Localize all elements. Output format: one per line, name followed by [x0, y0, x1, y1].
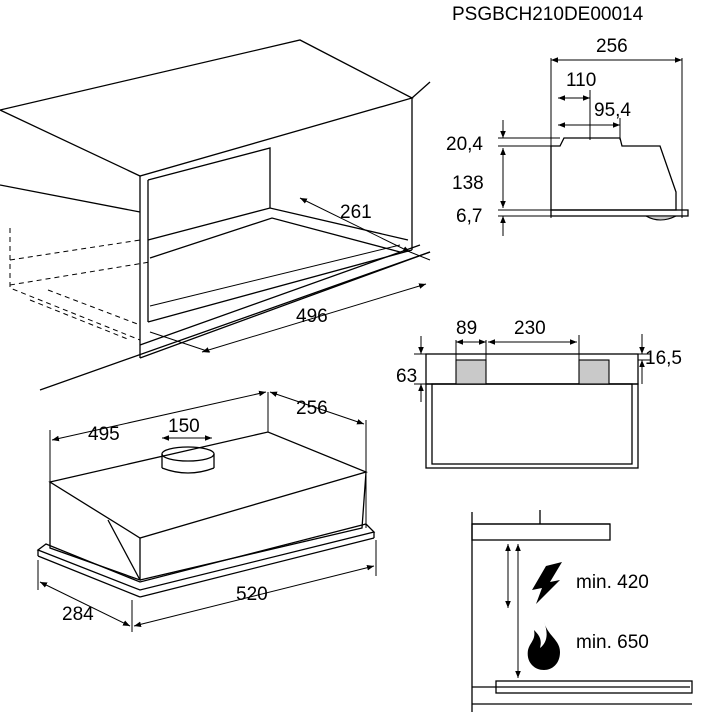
side-depth-label: 256	[596, 36, 628, 57]
hood-top-width-label: 495	[88, 424, 120, 445]
side-bottom-label: 6,7	[456, 206, 482, 227]
hood-bottom-width-label: 520	[236, 584, 268, 605]
hood-outlet-label: 150	[168, 416, 200, 437]
width-496-label: 496	[296, 306, 328, 327]
front-left-label: 89	[456, 318, 477, 339]
electric-clearance-label: min. 420	[576, 572, 649, 593]
front-view: 89 230 63 16,5	[396, 318, 682, 469]
lightning-icon	[532, 562, 562, 604]
side-offset-label: 110	[566, 70, 596, 91]
hood-top-depth-label: 256	[296, 398, 328, 419]
hood-view: 495 256 150 284 520	[36, 390, 377, 632]
gas-clearance-label: min. 650	[576, 632, 649, 653]
front-body	[431, 383, 633, 465]
depth-261-label: 261	[340, 202, 372, 223]
hood-section	[471, 523, 611, 541]
hob-section	[495, 680, 693, 694]
front-center-label: 230	[514, 318, 546, 339]
hood-top-face	[48, 431, 368, 539]
product-code: PSGBCH210DE00014	[452, 4, 644, 25]
side-view: 256 110 95,4 20,4 138 6,7	[446, 36, 689, 236]
cabinet-view: 261 496	[0, 39, 431, 391]
hood-profile	[550, 137, 677, 211]
left-outlet	[455, 359, 487, 385]
right-outlet	[578, 359, 610, 385]
hood-bottom-depth-label: 284	[62, 604, 94, 625]
clearance-view: min. 420 min. 650	[471, 510, 693, 712]
cabinet-top	[0, 39, 414, 177]
front-height-label: 63	[396, 366, 417, 387]
side-outlet-label: 95,4	[594, 100, 631, 121]
front-right-label: 16,5	[645, 348, 682, 369]
flame-icon	[527, 622, 560, 670]
side-height-label: 138	[452, 173, 484, 194]
side-topgap-label: 20,4	[446, 134, 483, 155]
